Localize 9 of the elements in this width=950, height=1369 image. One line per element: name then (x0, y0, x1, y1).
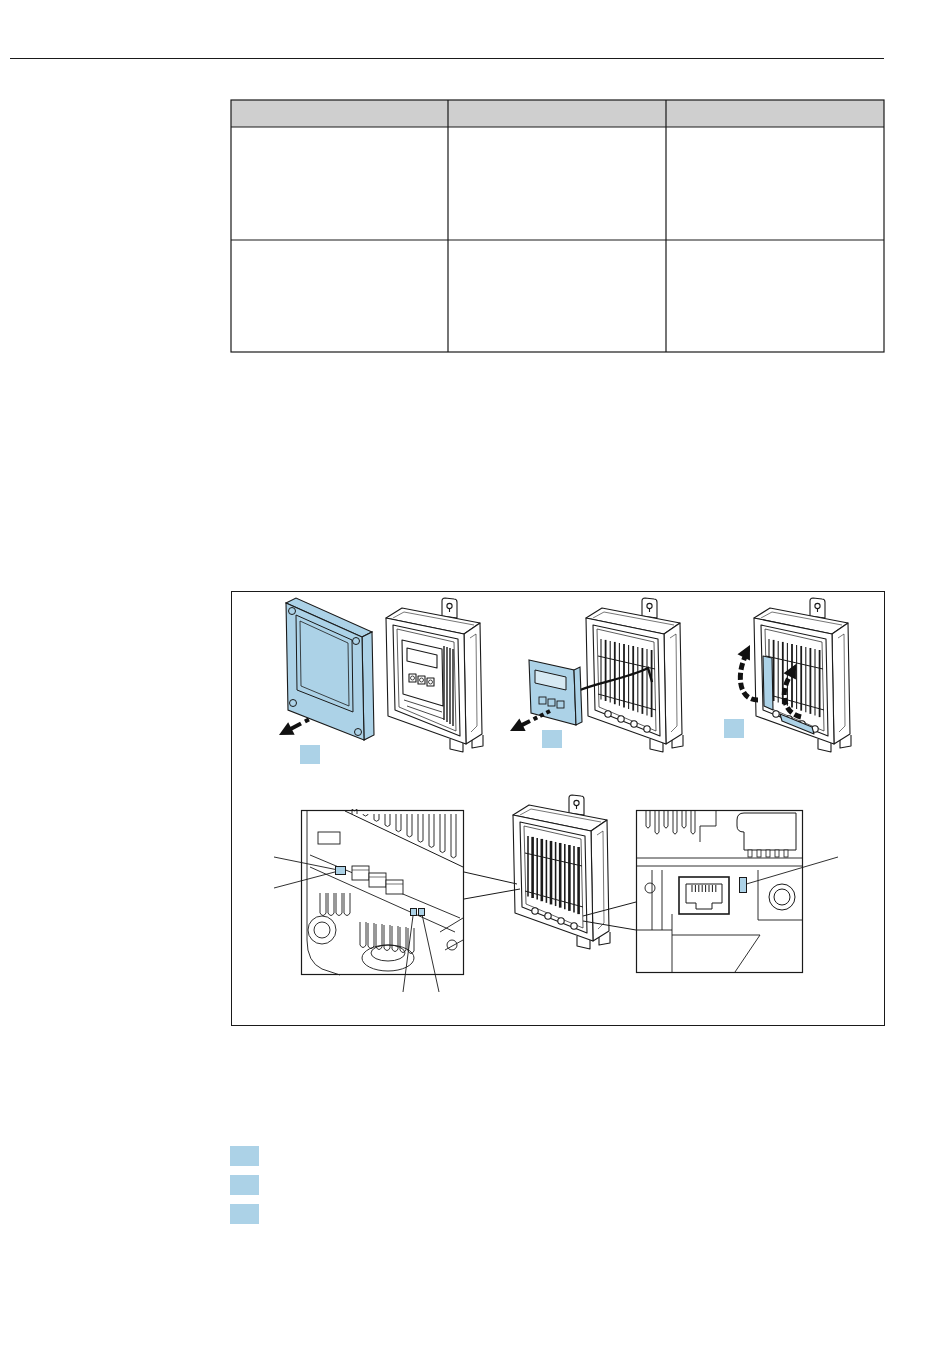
leader-line (421, 915, 440, 993)
leader-line (746, 856, 839, 885)
leader-line (273, 871, 336, 889)
dip-switch (410, 908, 417, 916)
dip-switch (418, 908, 425, 916)
leader-line (402, 915, 414, 993)
leader-line (273, 856, 336, 870)
dip-switch (335, 866, 346, 875)
dip-switch (739, 877, 747, 893)
